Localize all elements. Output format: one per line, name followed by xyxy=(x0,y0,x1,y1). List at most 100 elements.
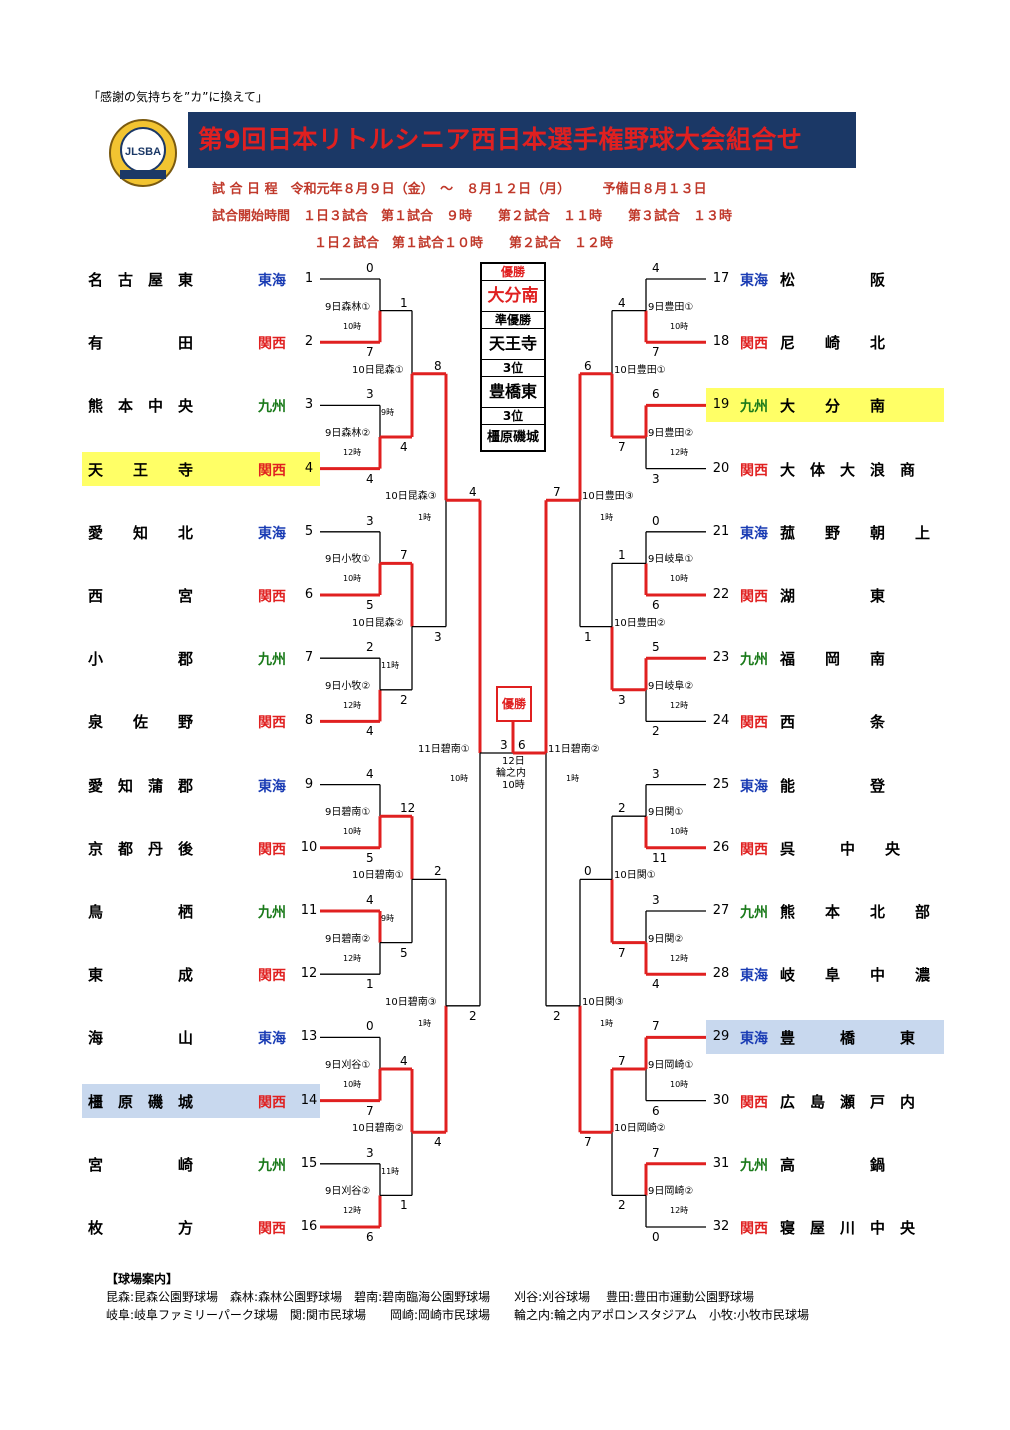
match-label: 9日刈谷① xyxy=(325,1060,371,1071)
team-name: 枚 方 xyxy=(88,1219,194,1237)
team-name: 鳥 栖 xyxy=(88,903,194,921)
team-number: 13 xyxy=(300,1029,318,1045)
score: 6 xyxy=(652,387,660,402)
match-time: 12時 xyxy=(670,448,689,457)
team-region: 九州 xyxy=(740,1157,768,1174)
score: 7 xyxy=(652,1145,660,1160)
score: 0 xyxy=(366,261,374,275)
match-label: 9日森林② xyxy=(325,428,371,439)
team-number: 1 xyxy=(304,271,314,286)
match-time: 10時 xyxy=(343,574,362,584)
match-time: 1時 xyxy=(566,774,580,783)
match-time: 1時 xyxy=(600,513,614,523)
match-time: 12時 xyxy=(343,700,362,710)
score: 0 xyxy=(652,513,660,528)
match-time: 11時 xyxy=(381,661,400,671)
team-number: 29 xyxy=(712,1029,730,1045)
third-label-2: 3位 xyxy=(482,408,544,425)
team-number: 25 xyxy=(712,776,730,792)
team-highlight xyxy=(82,451,320,486)
match-time: 12時 xyxy=(670,1206,689,1216)
match-time: 12時 xyxy=(343,953,362,963)
team-region: 関西 xyxy=(258,462,286,479)
team-number: 18 xyxy=(712,334,730,350)
match-label: 10日豊田① xyxy=(614,364,666,376)
third-team-2: 橿原磯城 xyxy=(486,430,539,445)
team-name: 豊 橋 東 xyxy=(780,1029,916,1048)
team-name: 天 王 寺 xyxy=(88,460,194,479)
score: 6 xyxy=(584,358,592,373)
match-time: 10時 xyxy=(670,574,689,584)
team-name: 高 鍋 xyxy=(780,1155,886,1174)
match-label: 10日碧南① xyxy=(352,870,404,882)
team-number: 2 xyxy=(304,334,314,350)
team-number: 32 xyxy=(712,1219,730,1234)
score: 3 xyxy=(366,1145,374,1160)
match-label: 9日関② xyxy=(648,933,684,945)
score: 4 xyxy=(434,1135,442,1150)
logo-text: JLSBA xyxy=(125,146,161,158)
schedule-times-2: １日２試合 第１試合１０時 第２試合 １２時 xyxy=(314,236,614,251)
score: 5 xyxy=(400,945,408,960)
team-region: 東海 xyxy=(258,525,286,542)
third-label: 3位 xyxy=(482,360,544,377)
team-region: 東海 xyxy=(740,1031,768,1048)
score: 1 xyxy=(400,1198,408,1213)
match-time: 11時 xyxy=(381,1166,400,1176)
team-name: 宮 崎 xyxy=(88,1155,194,1174)
schedule-dates: 試 合 日 程 令和元年８月９日（金） ～ ８月１２日（月） 予備日８月１３日 xyxy=(212,182,707,197)
runner-up-label: 準優勝 xyxy=(482,312,544,329)
score: 0 xyxy=(652,1230,660,1244)
team-number: 24 xyxy=(712,713,730,729)
champion-team: 大分南 xyxy=(482,281,544,312)
score: 12 xyxy=(400,801,416,816)
final-time: 10時 xyxy=(502,780,525,791)
team-region: 関西 xyxy=(740,715,768,732)
final-box: 優勝 xyxy=(496,686,532,722)
team-number: 7 xyxy=(304,650,314,666)
team-region: 東海 xyxy=(740,525,768,542)
team-name: 岐 阜 中 濃 xyxy=(780,966,931,985)
score: 4 xyxy=(400,440,408,454)
match-label: 10日関③ xyxy=(582,996,624,1008)
score: 2 xyxy=(400,692,408,707)
match-label: 9日岐阜① xyxy=(648,554,694,566)
team-number: 21 xyxy=(712,523,730,539)
score: 4 xyxy=(400,1054,408,1068)
match-time: 1時 xyxy=(418,513,432,523)
match-label: 9日岡崎① xyxy=(648,1060,694,1071)
page-title: 第9回日本リトルシニア西日本選手権野球大会組合せ xyxy=(198,125,803,154)
score: 4 xyxy=(366,766,374,781)
team-region: 東海 xyxy=(740,778,768,795)
score: 6 xyxy=(652,598,660,612)
team-region: 関西 xyxy=(740,589,768,605)
team-name: 小 郡 xyxy=(88,650,194,669)
score: 7 xyxy=(618,440,626,454)
team-name: 愛 知 北 xyxy=(88,523,194,542)
third-team-1: 豊橋東 xyxy=(482,377,544,408)
team-name: 有 田 xyxy=(88,334,194,353)
score: 6 xyxy=(652,1103,660,1118)
match-time: 9時 xyxy=(381,408,395,418)
score: 7 xyxy=(652,1019,660,1034)
team-region: 九州 xyxy=(258,399,286,416)
team-number: 15 xyxy=(300,1155,318,1171)
final-score-right: 6 xyxy=(518,738,526,752)
team-number: 30 xyxy=(712,1092,730,1108)
score: 4 xyxy=(652,261,660,275)
match-time: 12時 xyxy=(343,1206,362,1216)
match-time: 10時 xyxy=(670,1080,689,1089)
match-label: 10日岡崎② xyxy=(614,1123,666,1135)
team-name: 西 宮 xyxy=(88,587,194,605)
score: 2 xyxy=(652,724,660,739)
score: 4 xyxy=(652,977,660,992)
team-number: 4 xyxy=(304,460,314,476)
team-region: 関西 xyxy=(258,841,286,858)
match-label: 9日碧南① xyxy=(325,807,371,819)
venue-guide-title: 【球場案内】 xyxy=(106,1272,179,1286)
team-region: 東海 xyxy=(740,968,768,985)
team-name: 福 岡 南 xyxy=(780,650,886,669)
team-name: 寝 屋 川 中 央 xyxy=(780,1219,916,1237)
team-region: 東海 xyxy=(258,1031,286,1048)
team-region: 関西 xyxy=(740,462,768,479)
